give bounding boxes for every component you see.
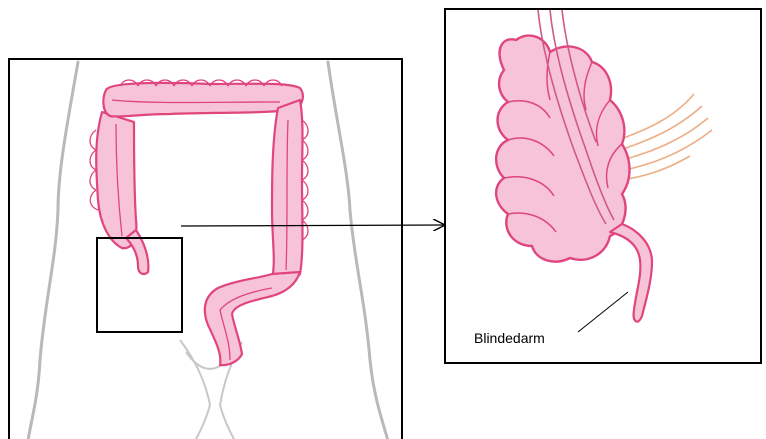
abdomen-drawing xyxy=(10,60,403,439)
mesentery-vessels xyxy=(618,94,712,180)
appendix xyxy=(610,224,652,322)
magnification-frame xyxy=(96,237,183,333)
label-leader-line xyxy=(578,292,628,332)
appendix-closeup-panel xyxy=(444,8,762,364)
cecum xyxy=(496,36,629,262)
leg-crease-left xyxy=(180,340,210,439)
appendix-label: Blindedarm xyxy=(474,330,545,346)
abdomen-overview-panel xyxy=(8,58,403,439)
body-outline-right xyxy=(328,62,388,439)
cecum-drawing xyxy=(446,10,762,364)
body-outline-left xyxy=(28,62,78,439)
